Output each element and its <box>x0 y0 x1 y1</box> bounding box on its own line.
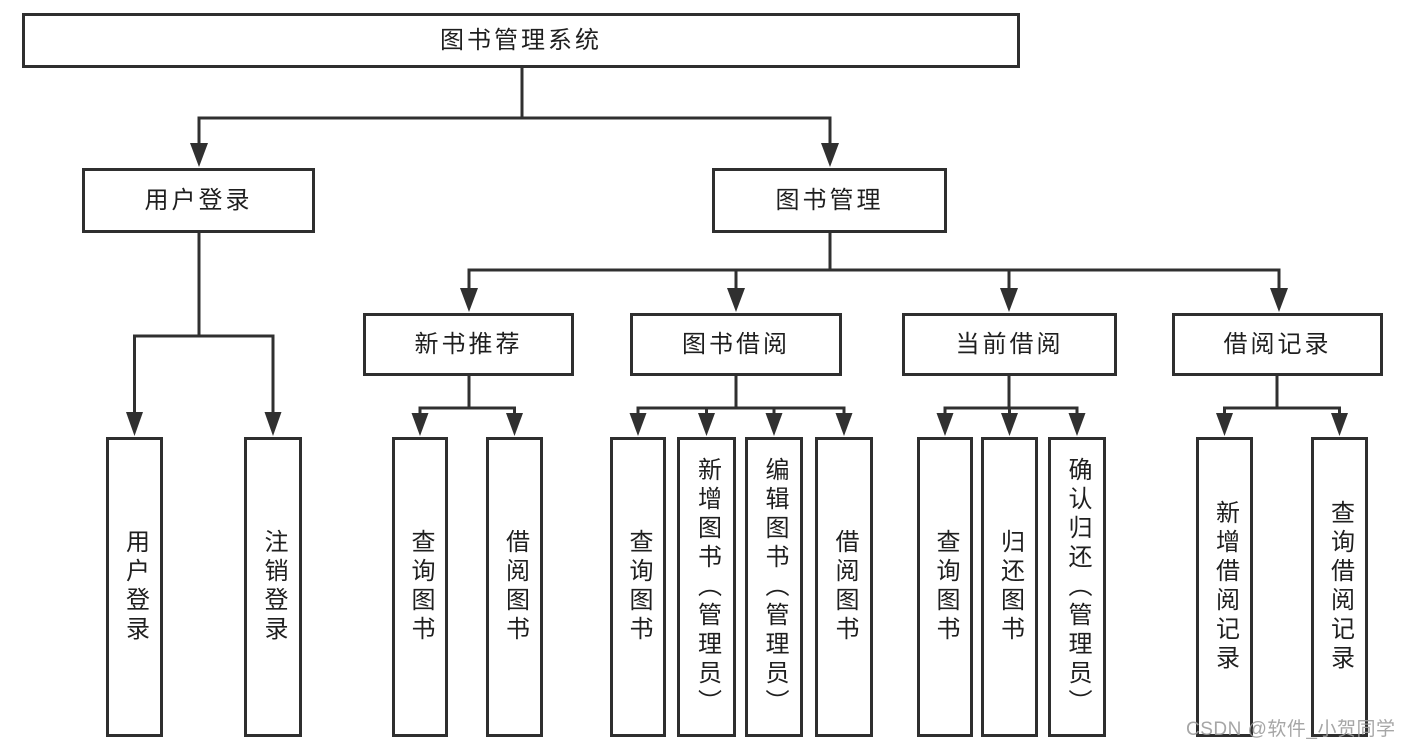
leaf-add-borrow-record: 新增借阅记录 <box>1196 437 1253 737</box>
node-book-management: 图书管理 <box>712 168 947 233</box>
leaf-add-books-admin: 新增图书（管理员） <box>677 437 736 737</box>
leaf-edit-books-admin: 编辑图书（管理员） <box>745 437 803 737</box>
node-current-borrowing: 当前借阅 <box>902 313 1117 376</box>
leaf-user-login: 用户登录 <box>106 437 163 737</box>
leaf-query-borrow-record: 查询借阅记录 <box>1311 437 1368 737</box>
node-root: 图书管理系统 <box>22 13 1020 68</box>
leaf-recommend-borrow-books: 借阅图书 <box>486 437 543 737</box>
node-book-borrowing: 图书借阅 <box>630 313 842 376</box>
leaf-return-books: 归还图书 <box>981 437 1038 737</box>
leaf-recommend-query-books: 查询图书 <box>392 437 448 737</box>
node-borrowing-records: 借阅记录 <box>1172 313 1383 376</box>
node-user-login: 用户登录 <box>82 168 315 233</box>
leaf-current-query-books: 查询图书 <box>917 437 973 737</box>
leaf-confirm-return-admin: 确认归还（管理员） <box>1048 437 1106 737</box>
leaf-borrowing-borrow-books: 借阅图书 <box>815 437 873 737</box>
connector-group <box>126 68 1348 436</box>
csdn-watermark: CSDN @软件_小贺同学 <box>1186 719 1396 740</box>
node-new-book-recommend: 新书推荐 <box>363 313 574 376</box>
leaf-logout: 注销登录 <box>244 437 302 737</box>
leaf-borrowing-query-books: 查询图书 <box>610 437 666 737</box>
